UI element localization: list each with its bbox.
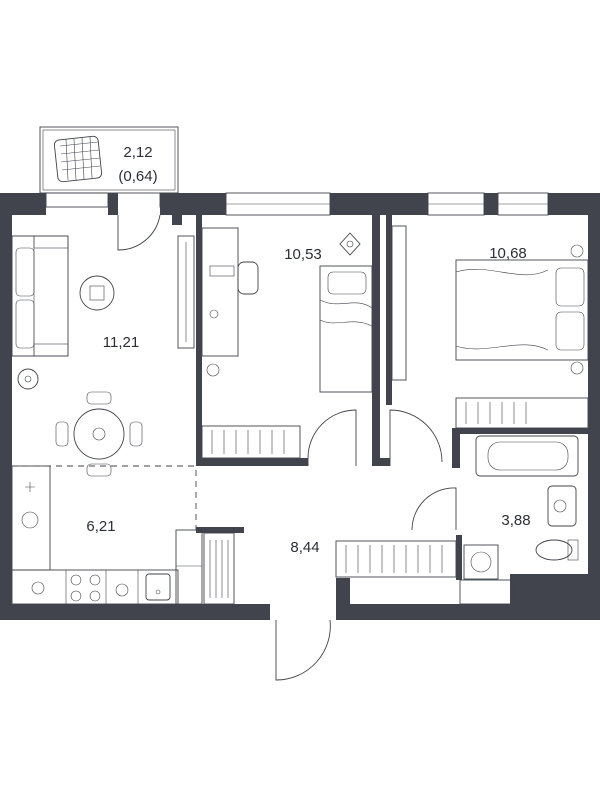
bed-icon bbox=[319, 265, 373, 393]
bedroom-1-furniture bbox=[201, 227, 373, 459]
cabinet-icon bbox=[459, 579, 513, 605]
bedroom-2-area-label: 10,68 bbox=[489, 245, 527, 262]
wardrobe-icon bbox=[201, 425, 301, 459]
rug-icon bbox=[79, 275, 115, 311]
stove-icon bbox=[70, 574, 101, 602]
pan-icon bbox=[21, 511, 39, 529]
bedroom-1-area-label: 10,53 bbox=[284, 246, 322, 263]
bathroom-area-label: 3,88 bbox=[501, 512, 530, 529]
plate-icon bbox=[31, 581, 45, 595]
lamp-icon bbox=[206, 363, 220, 377]
plant-icon bbox=[17, 368, 39, 390]
hallway-area-label: 8,44 bbox=[290, 539, 319, 556]
kettle-icon bbox=[115, 583, 129, 597]
windows bbox=[225, 192, 549, 216]
shelf-icon bbox=[391, 225, 407, 381]
living-room-area-label: 11,21 bbox=[103, 334, 139, 351]
nightstand-bottom-icon bbox=[570, 361, 584, 375]
walls bbox=[0, 193, 600, 620]
spark-icon bbox=[25, 482, 35, 492]
bathtub-icon bbox=[475, 435, 579, 477]
kitchen-area-label: 6,21 bbox=[86, 518, 115, 535]
washbasin-icon bbox=[547, 485, 577, 527]
wardrobe-2-icon bbox=[455, 397, 589, 429]
fridge-icon bbox=[175, 529, 203, 605]
balcony-area-label: 2,12 bbox=[123, 144, 152, 161]
chair-icon bbox=[237, 261, 259, 295]
bedroom-2-furniture bbox=[391, 225, 589, 429]
hallway-wardrobes bbox=[203, 532, 457, 605]
living-room-furniture bbox=[11, 235, 197, 530]
kitchen-furniture bbox=[11, 465, 203, 605]
dining-table-icon bbox=[55, 391, 143, 477]
balcony-sub-area-label: (0,64) bbox=[118, 168, 157, 185]
bathroom-fixtures bbox=[459, 435, 579, 605]
plant-flower-icon bbox=[339, 232, 361, 256]
desk-icon bbox=[201, 227, 239, 357]
double-bed-icon bbox=[455, 259, 589, 361]
toilet-icon bbox=[535, 539, 579, 561]
laundry-basket-icon bbox=[53, 135, 103, 183]
doors bbox=[117, 214, 457, 681]
nightstand-top-icon bbox=[570, 244, 584, 258]
washing-machine-icon bbox=[463, 544, 499, 580]
sink-icon bbox=[145, 573, 171, 601]
sofa-icon bbox=[11, 235, 69, 357]
tv-stand-icon bbox=[177, 235, 195, 349]
